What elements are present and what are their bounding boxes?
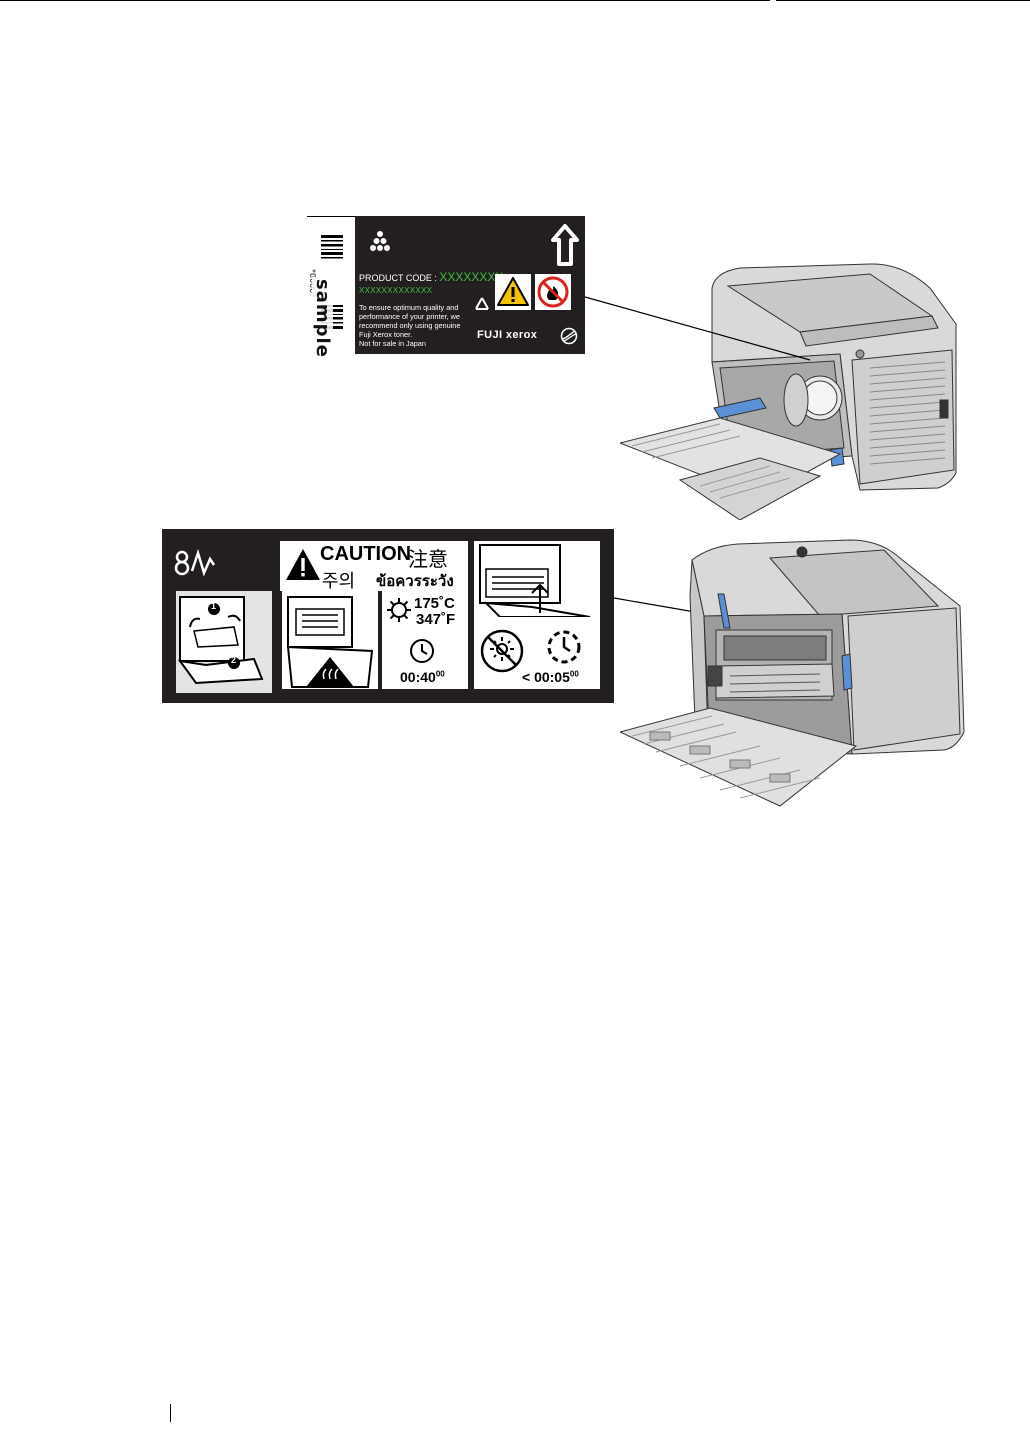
no-fire-icon bbox=[535, 274, 571, 310]
caution-th: ข้อควรระวัง bbox=[376, 569, 454, 591]
step-2: 2 bbox=[231, 655, 236, 665]
temp-celsius: 175˚C bbox=[414, 595, 455, 612]
product-code: PRODUCT CODE : XXXXXXXX bbox=[359, 270, 503, 284]
fuji-xerox-logo-icon bbox=[560, 327, 578, 345]
temperature-tile: 175˚C 347˚F 00:4000 bbox=[382, 591, 468, 689]
no-fire-box bbox=[535, 274, 571, 310]
paper-jam-icon bbox=[174, 549, 216, 577]
toner-label-panel: PRODUCT CODE : XXXXXXXX XXXXXXXXXXXXX To… bbox=[355, 216, 585, 354]
footer-rule bbox=[170, 1404, 171, 1422]
printer-front-illustration bbox=[620, 258, 960, 520]
paper-removal-icon bbox=[176, 591, 272, 693]
toner-notice: To ensure optimum quality and performanc… bbox=[359, 303, 474, 348]
warning-triangle-icon bbox=[284, 547, 322, 583]
wait-time: 00:4000 bbox=[400, 669, 445, 685]
caution-header-tile: CAUTION 注意 주의 ข้อควรระวัง bbox=[280, 541, 468, 591]
step-1: 1 bbox=[211, 601, 216, 611]
barcode-strip: *0000* sample bbox=[307, 216, 355, 355]
caution-label: CAUTION 注意 주의 ข้อควรระวัง 1 2 bbox=[162, 529, 614, 703]
caution-ko: 주의 bbox=[322, 567, 355, 591]
heat-icon bbox=[386, 597, 412, 623]
toner-dots-icon bbox=[367, 230, 393, 254]
fuji-xerox-brand: FUJI xerox bbox=[477, 329, 537, 341]
sample-watermark: sample bbox=[312, 277, 333, 360]
up-arrow-icon bbox=[551, 224, 579, 266]
timer-icon bbox=[544, 627, 584, 667]
open-cover-icon bbox=[474, 541, 600, 617]
lamp-time: < 00:0500 bbox=[522, 669, 579, 685]
caution-en: CAUTION bbox=[320, 543, 411, 566]
no-light-icon bbox=[478, 627, 526, 675]
product-subcode: XXXXXXXXXXXXX bbox=[359, 286, 432, 295]
warning-triangle-icon bbox=[495, 274, 531, 310]
printer-rear-illustration bbox=[620, 536, 970, 812]
fuser-lamp-tile: < 00:0500 bbox=[474, 541, 600, 689]
caution-zh: 注意 bbox=[408, 543, 448, 572]
paper-removal-tile: 1 2 bbox=[176, 591, 272, 693]
hot-surface-icon bbox=[282, 591, 378, 689]
top-rule bbox=[0, 0, 1030, 1]
clock-icon bbox=[408, 637, 436, 665]
temp-fahrenheit: 347˚F bbox=[416, 611, 455, 628]
toner-cartridge-label: *0000* sample PRODUCT CODE : XXXXXXXX XX… bbox=[307, 216, 585, 354]
hot-surface-tile bbox=[282, 591, 378, 689]
warning-box bbox=[495, 274, 531, 310]
recycle-icon bbox=[473, 296, 491, 314]
